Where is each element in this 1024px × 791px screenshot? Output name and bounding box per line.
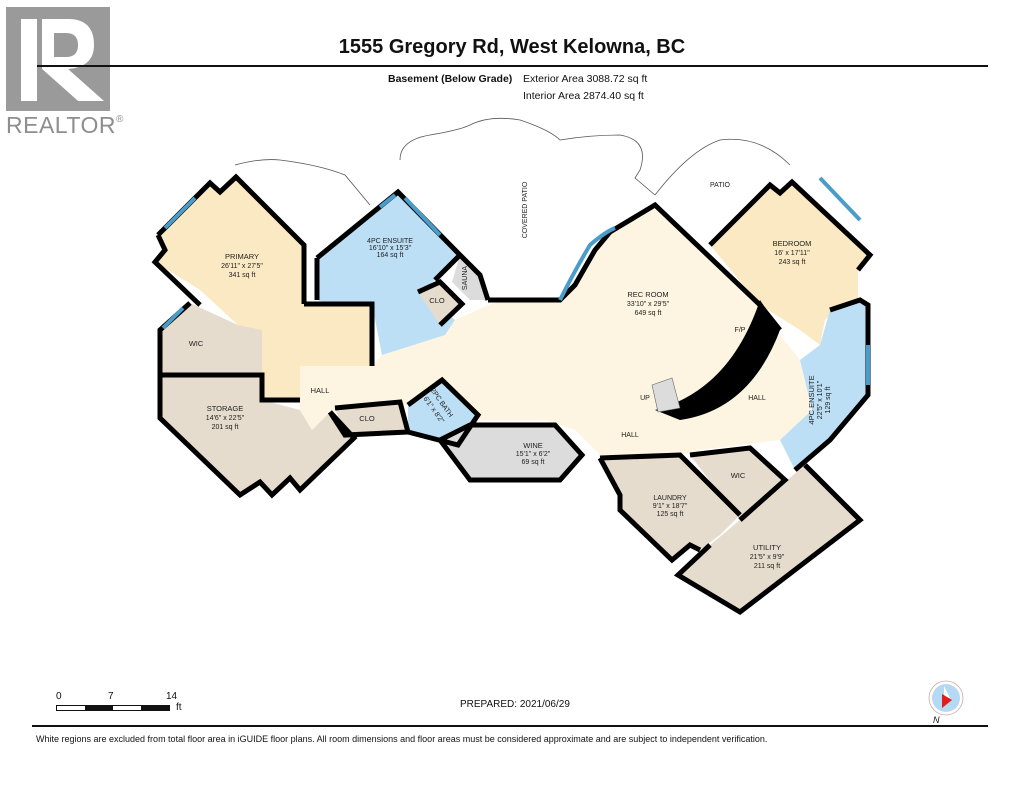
svg-text:UTILITY: UTILITY: [753, 543, 781, 552]
fireplace-wall: [655, 300, 780, 420]
svg-text:26'11" x 27'5": 26'11" x 27'5": [221, 263, 263, 270]
realtor-wordmark: REALTOR®: [6, 112, 124, 138]
svg-text:243 sq ft: 243 sq ft: [779, 259, 806, 266]
room-clo-lower[interactable]: [335, 402, 408, 435]
svg-text:649 sq ft: 649 sq ft: [635, 310, 662, 317]
svg-text:F/P: F/P: [735, 327, 746, 334]
compass-north-label: N: [933, 715, 940, 725]
svg-text:HALL: HALL: [621, 432, 639, 439]
svg-text:21'5" x 9'9": 21'5" x 9'9": [750, 554, 785, 561]
svg-text:CLO: CLO: [429, 296, 445, 305]
svg-text:164 sq ft: 164 sq ft: [377, 252, 404, 259]
svg-text:14'6" x 22'5": 14'6" x 22'5": [206, 415, 245, 422]
stairs[interactable]: [651, 377, 681, 413]
room-wic-right[interactable]: [690, 448, 785, 520]
svg-text:PATIO: PATIO: [710, 182, 731, 189]
svg-text:UP: UP: [640, 395, 650, 402]
room-ensuite-a[interactable]: [317, 192, 460, 355]
svg-text:341 sq ft: 341 sq ft: [229, 272, 256, 279]
svg-text:STORAGE: STORAGE: [207, 404, 244, 413]
covered-patio-outline: [234, 117, 791, 206]
room-wine[interactable]: [440, 425, 582, 480]
svg-text:125 sq ft: 125 sq ft: [657, 511, 684, 518]
svg-text:WIC: WIC: [731, 471, 746, 480]
svg-text:CLO: CLO: [359, 414, 375, 423]
disclaimer-text: White regions are excluded from total fl…: [36, 734, 768, 744]
svg-text:22'5" x 10'1": 22'5" x 10'1": [817, 380, 824, 419]
room-storage[interactable]: [160, 375, 354, 495]
svg-text:PRIMARY: PRIMARY: [225, 252, 259, 261]
svg-text:9'1" x 18'7": 9'1" x 18'7": [653, 503, 688, 510]
svg-text:4PC ENSUITE: 4PC ENSUITE: [367, 238, 413, 245]
scale-tick-7: 7: [108, 691, 114, 702]
svg-text:33'10" x 29'5": 33'10" x 29'5": [627, 301, 670, 308]
floor-level-label: Basement (Below Grade): [388, 73, 513, 85]
room-sauna[interactable]: [452, 255, 488, 300]
room-utility[interactable]: [678, 465, 860, 612]
svg-text:HALL: HALL: [311, 386, 330, 395]
windows: [161, 176, 870, 385]
compass-icon: [928, 680, 964, 716]
svg-text:BEDROOM: BEDROOM: [773, 239, 812, 248]
room-bedroom[interactable]: [710, 182, 870, 345]
scale-tick-14: 14: [166, 691, 178, 702]
svg-text:WINE: WINE: [523, 441, 543, 450]
svg-text:4PC ENSUITE: 4PC ENSUITE: [807, 375, 816, 424]
svg-text:WIC: WIC: [189, 339, 204, 348]
realtor-r-icon: [6, 7, 110, 111]
prepared-date: PREPARED: 2021/06/29: [460, 699, 570, 710]
scale-tick-0: 0: [56, 691, 62, 702]
realtor-logo: [6, 7, 110, 111]
interior-area: Interior Area 2874.40 sq ft: [523, 90, 644, 102]
title-divider: [37, 65, 988, 67]
svg-text:COVERED PATIO: COVERED PATIO: [522, 181, 529, 238]
room-ensuite-b[interactable]: [780, 300, 868, 470]
svg-text:16'10" x 15'3": 16'10" x 15'3": [369, 245, 412, 252]
scale-unit: ft: [176, 702, 182, 713]
svg-text:69 sq ft: 69 sq ft: [522, 459, 545, 466]
svg-text:129 sq ft: 129 sq ft: [825, 387, 832, 414]
scale-bar-graphic: [56, 705, 170, 711]
svg-text:SAUNA: SAUNA: [462, 266, 469, 290]
svg-text:16' x 17'11": 16' x 17'11": [774, 250, 810, 257]
svg-text:HALL: HALL: [748, 395, 766, 402]
room-wic-left[interactable]: [160, 303, 262, 375]
footer-divider: [32, 725, 988, 727]
property-address-title: 1555 Gregory Rd, West Kelowna, BC: [338, 36, 686, 58]
svg-text:LAUNDRY: LAUNDRY: [653, 495, 687, 502]
svg-text:201 sq ft: 201 sq ft: [212, 424, 239, 431]
exterior-area: Exterior Area 3088.72 sq ft: [523, 73, 648, 85]
svg-text:15'1" x 6'2": 15'1" x 6'2": [516, 451, 551, 458]
svg-text:REC ROOM: REC ROOM: [627, 290, 668, 299]
svg-text:211 sq ft: 211 sq ft: [754, 563, 780, 570]
room-primary[interactable]: [155, 177, 372, 400]
